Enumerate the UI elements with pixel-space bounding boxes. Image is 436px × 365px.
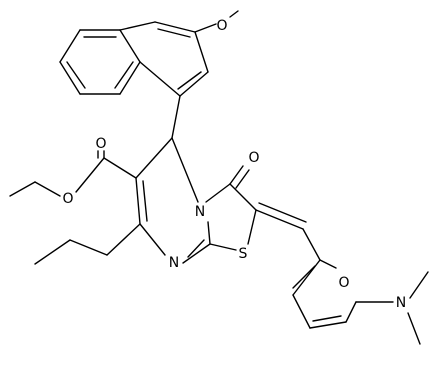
- ring-nitrogen-label: N: [195, 204, 205, 220]
- furan-ring: O: [292, 228, 357, 329]
- naphthalene-ring: [59, 21, 209, 97]
- amine-nitrogen-label: N: [396, 295, 406, 311]
- imine-nitrogen-label: N: [169, 255, 179, 271]
- methoxy-oxygen-label: O: [216, 18, 227, 34]
- naphthyl-linker: [171, 95, 181, 139]
- methoxy-group: O: [194, 10, 239, 34]
- dimethylamino-group: N: [355, 271, 429, 345]
- propyl-chain: [34, 223, 141, 265]
- ethyl-ester-group: O O: [9, 136, 137, 207]
- thiazole-sulfur-label: S: [239, 246, 248, 262]
- ester-carbonyl-oxygen-label: O: [95, 136, 106, 152]
- furan-oxygen-label: O: [338, 275, 349, 291]
- ester-ether-oxygen-label: O: [62, 191, 73, 207]
- pyrimidine-ring: N N: [135, 137, 211, 271]
- methylidene-bridge: [255, 202, 307, 230]
- ketone-oxygen-label: O: [248, 150, 259, 166]
- thiazolone-ring: S O: [205, 150, 260, 262]
